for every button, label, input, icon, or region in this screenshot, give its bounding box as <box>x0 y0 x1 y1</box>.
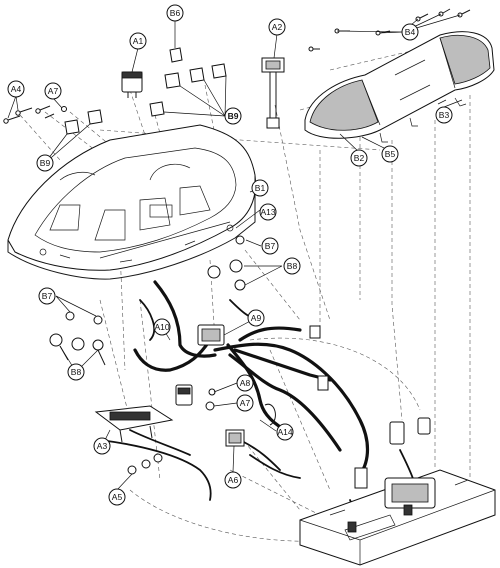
callout-A13: A13 <box>259 203 277 221</box>
callout-A4: A4 <box>7 80 25 98</box>
callout-B1: B1 <box>251 179 269 197</box>
callout-B7-left: B7 <box>38 287 56 305</box>
callout-A9: A9 <box>247 309 265 327</box>
callout-A8: A8 <box>236 374 254 392</box>
callout-A3: A3 <box>93 437 111 455</box>
callout-A7-mid: A7 <box>236 394 254 412</box>
callout-A5: A5 <box>108 488 126 506</box>
callout-B2: B2 <box>350 149 368 167</box>
callout-B4: B4 <box>401 23 419 41</box>
svg-text:A13: A13 <box>260 207 275 217</box>
svg-text:A8: A8 <box>240 378 251 388</box>
callout-A7-top: A7 <box>44 82 62 100</box>
svg-text:B2: B2 <box>354 153 365 163</box>
callout-A1: A1 <box>129 32 147 50</box>
svg-text:A5: A5 <box>112 492 123 502</box>
svg-text:B4: B4 <box>405 27 416 37</box>
svg-text:A2: A2 <box>272 22 283 32</box>
svg-text:B9: B9 <box>40 158 51 168</box>
svg-text:A7: A7 <box>240 398 251 408</box>
svg-text:A4: A4 <box>11 84 22 94</box>
svg-text:B7: B7 <box>265 241 276 251</box>
svg-text:A9: A9 <box>251 313 262 323</box>
callout-B5: B5 <box>381 145 399 163</box>
svg-text:A7: A7 <box>48 86 59 96</box>
shroud-body <box>7 124 257 280</box>
svg-text:B6: B6 <box>170 8 181 18</box>
svg-text:A3: A3 <box>97 441 108 451</box>
callout-B8-left: B8 <box>67 363 85 381</box>
callout-B7-right: B7 <box>261 237 279 255</box>
lamp-assemblies <box>49 235 246 366</box>
electrical-components <box>94 324 431 489</box>
svg-text:B7: B7 <box>42 291 53 301</box>
callout-A2: A2 <box>268 18 286 36</box>
base-plate <box>299 469 496 566</box>
svg-text:A10: A10 <box>154 322 169 332</box>
svg-text:B1: B1 <box>255 183 266 193</box>
callout-A10: A10 <box>153 318 171 336</box>
svg-text:B8: B8 <box>287 261 298 271</box>
top-cover <box>304 31 495 143</box>
screws <box>3 8 471 124</box>
svg-text:B5: B5 <box>385 149 396 159</box>
callout-B9-left: B9 <box>36 154 54 172</box>
svg-text:B8: B8 <box>71 367 82 377</box>
svg-text:A14: A14 <box>277 427 292 437</box>
svg-text:A1: A1 <box>133 36 144 46</box>
svg-text:A6: A6 <box>228 475 239 485</box>
callout-A6: A6 <box>224 471 242 489</box>
callout-A14: A14 <box>276 423 294 441</box>
svg-text:B3: B3 <box>439 110 450 120</box>
relays-and-fuses <box>64 47 227 135</box>
svg-text:B9: B9 <box>228 111 239 121</box>
callout-B9-right: B9 <box>224 107 242 125</box>
callout-B8-right: B8 <box>283 257 301 275</box>
callout-B6: B6 <box>166 4 184 22</box>
switch-harness <box>261 57 285 129</box>
callout-B3: B3 <box>435 106 453 124</box>
